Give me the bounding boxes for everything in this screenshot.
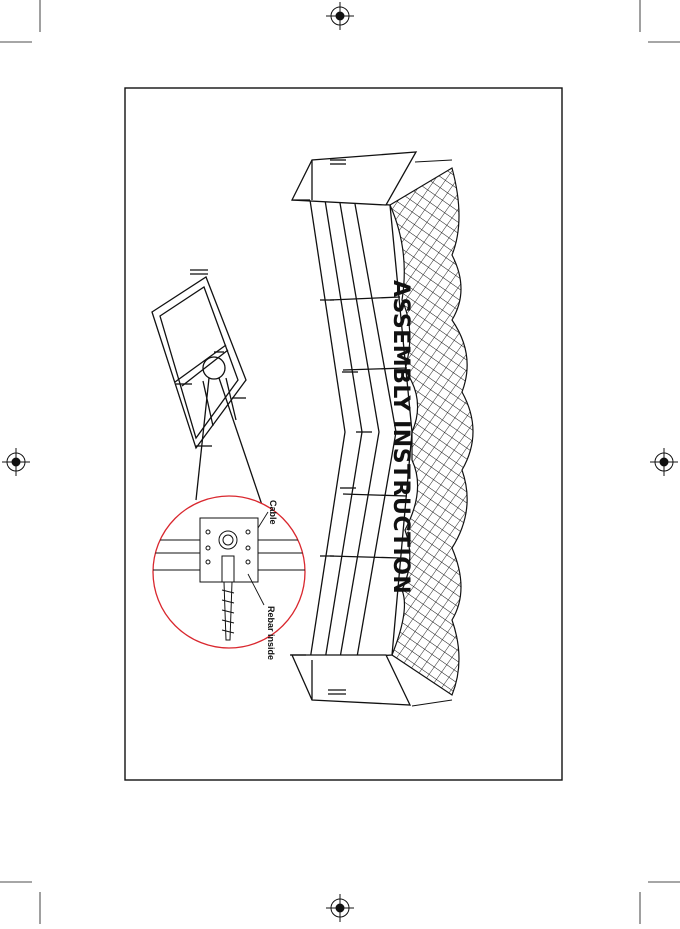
- cable-label: Cable: [268, 500, 278, 525]
- title-wrapper: ASSEMBLY INSTRUCTION: [380, 280, 420, 580]
- rebar-label: Rebar inside: [266, 606, 276, 660]
- registration-mark-icon: [326, 894, 354, 922]
- registration-mark-icon: [2, 448, 30, 476]
- frame-sketch: [152, 270, 262, 505]
- registration-mark-icon: [650, 448, 678, 476]
- detail-view: [150, 496, 310, 648]
- registration-mark-icon: [326, 2, 354, 30]
- page-title: ASSEMBLY INSTRUCTION: [380, 280, 420, 580]
